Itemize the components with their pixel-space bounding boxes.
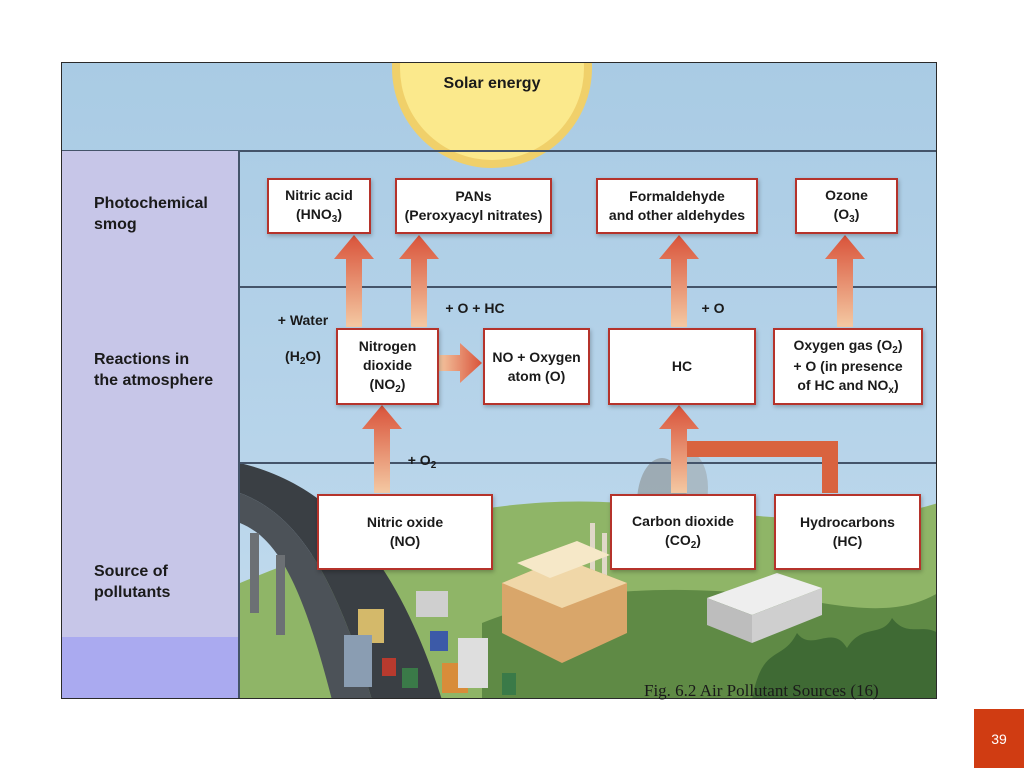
arrow-right — [438, 343, 482, 383]
connector-arrow — [687, 441, 838, 493]
arrow-up — [825, 235, 865, 327]
air-pollutant-figure: Photochemical smog Reactions in the atmo… — [61, 62, 937, 699]
row-label-column — [62, 151, 240, 698]
note-plus-o: + O — [701, 300, 725, 316]
arrow-up — [659, 405, 699, 493]
sun-label: Solar energy — [443, 75, 541, 92]
warehouse — [707, 573, 822, 615]
arrow-up — [362, 405, 402, 493]
figure-caption: Fig. 6.2 Air Pollutant Sources (16) — [644, 681, 879, 700]
page-number-badge: 39 — [974, 709, 1024, 768]
highway — [240, 463, 442, 698]
trees — [752, 618, 936, 698]
arrow-up — [659, 235, 699, 327]
box-ozone: Ozone (O3) — [795, 178, 898, 234]
highway-pillar — [250, 533, 259, 613]
box-no-oxygen-atom: NO + Oxygen atom (O) — [483, 328, 590, 405]
box-hydrocarbons: Hydrocarbons (HC) — [774, 494, 921, 570]
box-nitric-oxide: Nitric oxide (NO) — [317, 494, 493, 570]
box-oxygen-gas: Oxygen gas (O2) + O (in presence of HC a… — [773, 328, 923, 405]
row-label-reactions: Reactions in the atmosphere — [94, 351, 214, 389]
box-hc: HC — [608, 328, 756, 405]
arrow-up — [399, 235, 439, 327]
box-carbon-dioxide: Carbon dioxide (CO2) — [610, 494, 756, 570]
box-formaldehyde: Formaldehyde and other aldehydes — [596, 178, 758, 234]
box-nitrogen-dioxide: Nitrogen dioxide (NO2) — [336, 328, 439, 405]
arrow-up — [334, 235, 374, 327]
divider-line — [62, 462, 936, 464]
note-o-hc: + O + HC — [445, 300, 505, 316]
divider-line — [62, 150, 936, 152]
row-label-source: Source of pollutants — [94, 563, 171, 601]
note-plus-o2: + O2 — [407, 452, 437, 471]
box-pans: PANs (Peroxyacyl nitrates) — [395, 178, 552, 234]
box-nitric-acid: Nitric acid (HNO3) — [267, 178, 371, 234]
note-water: + Water (H2O) — [277, 312, 329, 367]
reaction-arrows — [334, 235, 865, 493]
row-label-photochemical-smog: Photochemical smog — [94, 195, 208, 233]
divider-line — [62, 286, 936, 288]
